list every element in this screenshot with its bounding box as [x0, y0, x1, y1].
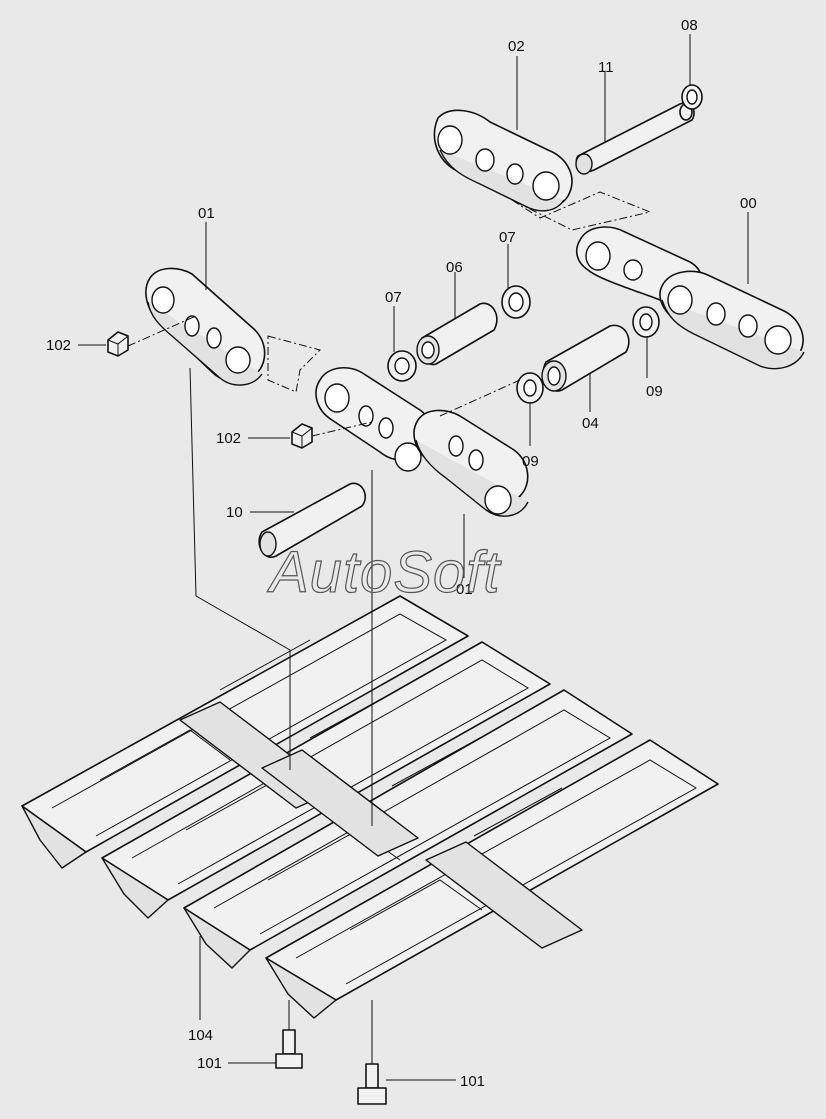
label-10: 10 [226, 504, 243, 521]
bolt-101-right [357, 1063, 387, 1105]
bolt-101-left [275, 1029, 303, 1069]
label-00: 00 [740, 195, 757, 212]
seal-07-upper [501, 285, 531, 319]
link-assembly-00 [575, 226, 805, 370]
label-11: 11 [598, 59, 614, 76]
seal-09-right [632, 306, 660, 338]
watermark: AutoSoft [267, 540, 502, 605]
label-101-right: 101 [460, 1073, 485, 1090]
label-07-lower: 07 [385, 289, 402, 306]
track-link-01-center [315, 367, 529, 517]
master-pin-11 [575, 102, 695, 175]
assembly-line-left [189, 367, 291, 770]
seal-07-lower [387, 350, 417, 382]
label-07-upper: 07 [499, 229, 516, 246]
bushing-06 [416, 302, 498, 366]
retainer-ring-08 [681, 84, 703, 110]
label-06: 06 [446, 259, 463, 276]
label-02: 02 [508, 38, 525, 55]
leader-lines [78, 34, 749, 1081]
link-plane-outline-01 [267, 335, 321, 393]
label-08: 08 [681, 17, 698, 34]
label-09-center: 09 [522, 453, 539, 470]
label-09-right: 09 [646, 383, 663, 400]
label-102-lower: 102 [216, 430, 241, 447]
label-01-left: 01 [198, 205, 215, 222]
nut-102-upper [107, 331, 129, 357]
track-link-01-left [145, 267, 266, 386]
label-104: 104 [188, 1027, 213, 1044]
track-pin-10 [258, 482, 366, 558]
label-102-upper: 102 [46, 337, 71, 354]
nut-102-lower [291, 423, 313, 449]
shoe-plate-right [425, 841, 583, 949]
link-plane-outline-02 [511, 191, 652, 231]
label-101-left: 101 [197, 1055, 222, 1072]
assembly-lines-nuts [127, 315, 521, 437]
label-04: 04 [582, 415, 599, 432]
label-01-bottom: 01 [456, 581, 473, 598]
master-link-02 [433, 109, 573, 212]
bushing-04 [541, 324, 630, 392]
seal-09-center [516, 372, 544, 404]
shoe-plate-mid [261, 749, 419, 857]
